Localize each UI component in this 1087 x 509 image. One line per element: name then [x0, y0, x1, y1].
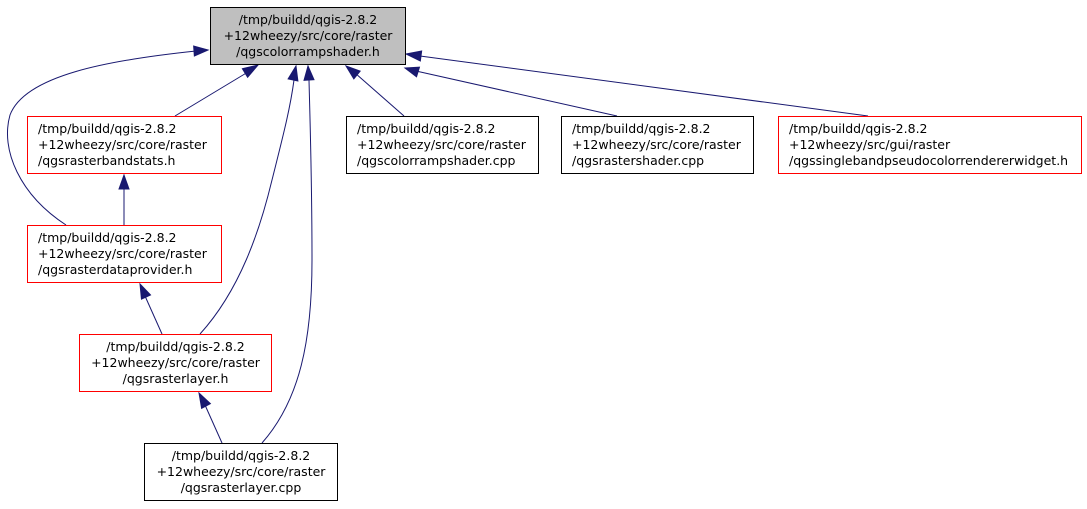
- edge-singlebandpseudocolor-h-to-colorrampshader-h: [404, 50, 869, 117]
- node-line: /tmp/buildd/qgis-2.8.2: [238, 12, 378, 27]
- node-qgsrasterlayer-cpp[interactable]: /tmp/buildd/qgis-2.8.2 +12wheezy/src/cor…: [144, 443, 338, 501]
- node-qgsrasterlayer-h[interactable]: /tmp/buildd/qgis-2.8.2 +12wheezy/src/cor…: [79, 334, 272, 392]
- edge-rasterlayer-cpp-to-rasterlayer-h: [198, 391, 223, 444]
- arrowhead-icon: [198, 391, 212, 410]
- edge-rasterdataprovider-h-to-rasterbandstats-h: [118, 173, 130, 225]
- node-line: /qgscolorrampshader.h: [236, 44, 380, 59]
- node-line: /tmp/buildd/qgis-2.8.2: [38, 121, 177, 136]
- node-line: /qgssinglebandpseudocolorrendererwidget.…: [789, 153, 1069, 168]
- edge-line: [6, 50, 197, 226]
- node-line: /tmp/buildd/qgis-2.8.2: [171, 448, 311, 463]
- node-line: /qgscolorrampshader.cpp: [357, 153, 516, 168]
- edge-line: [144, 295, 163, 335]
- node-qgsrasterdataprovider-h[interactable]: /tmp/buildd/qgis-2.8.2 +12wheezy/src/cor…: [27, 225, 222, 283]
- node-line: /tmp/buildd/qgis-2.8.2: [38, 230, 177, 245]
- edge-line: [354, 72, 405, 117]
- edge-rasterdataprovider-h-to-colorrampshader-h: [6, 45, 210, 226]
- node-qgscolorrampshader-cpp[interactable]: /tmp/buildd/qgis-2.8.2 +12wheezy/src/cor…: [346, 116, 539, 174]
- node-line: /qgsrasterlayer.h: [122, 371, 229, 386]
- node-line: +12wheezy/src/core/raster: [223, 28, 393, 43]
- edge-line: [199, 79, 295, 335]
- node-qgsrastershader-cpp[interactable]: /tmp/buildd/qgis-2.8.2 +12wheezy/src/cor…: [561, 116, 754, 174]
- node-line: +12wheezy/src/core/raster: [91, 355, 260, 370]
- node-line: +12wheezy/src/core/raster: [156, 464, 326, 479]
- edge-line: [174, 71, 249, 117]
- node-line: /qgsrasterlayer.cpp: [180, 480, 302, 495]
- node-line: /qgsrasterbandstats.h: [38, 153, 176, 168]
- edge-rasterbandstats-h-to-colorrampshader-h: [174, 64, 260, 117]
- node-qgssinglebandpseudocolorrendererwidget-h[interactable]: /tmp/buildd/qgis-2.8.2 +12wheezy/src/gui…: [778, 116, 1082, 174]
- node-line: +12wheezy/src/core/raster: [357, 137, 526, 152]
- edge-line: [261, 79, 313, 444]
- arrowhead-icon: [287, 64, 299, 82]
- arrowhead-icon: [303, 64, 315, 81]
- node-line: /qgsrasterdataprovider.h: [38, 262, 193, 277]
- arrowhead-icon: [193, 45, 210, 57]
- edge-colorrampshader-cpp-to-colorrampshader-h: [344, 65, 405, 117]
- arrowhead-icon: [118, 173, 130, 190]
- node-line: /qgsrastershader.cpp: [572, 153, 705, 168]
- arrowhead-icon: [241, 64, 260, 79]
- node-qgsrasterbandstats-h[interactable]: /tmp/buildd/qgis-2.8.2 +12wheezy/src/cor…: [27, 116, 222, 174]
- edge-rasterlayer-h-to-colorrampshader-h: [199, 64, 299, 335]
- arrowhead-icon: [344, 65, 362, 80]
- node-line: /tmp/buildd/qgis-2.8.2: [572, 121, 711, 136]
- node-line: /tmp/buildd/qgis-2.8.2: [357, 121, 496, 136]
- edge-line: [204, 404, 223, 444]
- node-line: +12wheezy/src/core/raster: [38, 246, 207, 261]
- node-line: +12wheezy/src/core/raster: [572, 137, 741, 152]
- edge-rasterlayer-cpp-to-colorrampshader-h: [261, 64, 315, 444]
- node-line: +12wheezy/src/core/raster: [38, 137, 207, 152]
- edge-rastershader-cpp-to-colorrampshader-h: [403, 66, 618, 117]
- arrowhead-icon: [403, 66, 421, 78]
- edge-line: [419, 55, 869, 117]
- node-line: +12wheezy/src/gui/raster: [789, 137, 951, 152]
- arrowhead-icon: [404, 50, 423, 62]
- edge-rasterlayer-h-to-rasterdataprovider-h: [139, 282, 163, 335]
- edge-line: [415, 70, 618, 117]
- node-line: /tmp/buildd/qgis-2.8.2: [789, 121, 928, 136]
- arrowhead-icon: [139, 282, 152, 300]
- node-qgscolorrampshader-h: /tmp/buildd/qgis-2.8.2 +12wheezy/src/cor…: [210, 7, 406, 65]
- node-line: /tmp/buildd/qgis-2.8.2: [106, 339, 245, 354]
